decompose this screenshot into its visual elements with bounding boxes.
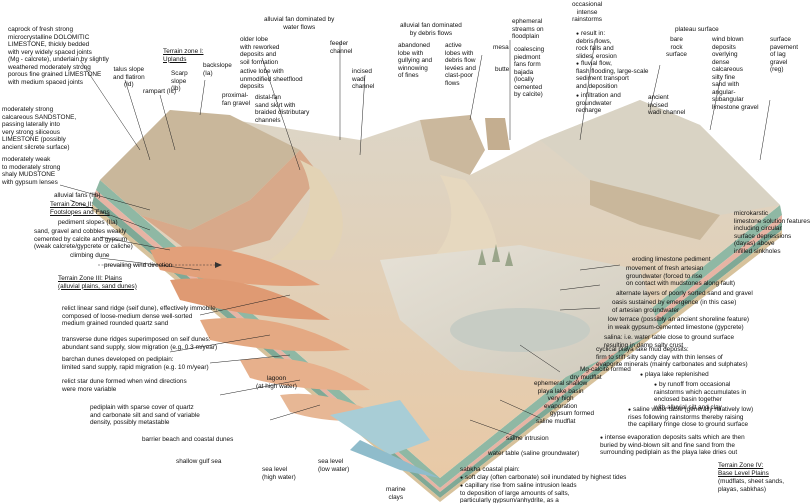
infiltration-label: infiltration and groundwater recharge (576, 92, 621, 115)
eroding-label: eroding limestone pediment (632, 256, 711, 263)
playa-lake (450, 308, 590, 352)
feeder-label: feeder channel (330, 40, 353, 55)
sandstone-label: moderately strong calcareous SANDSTONE, … (2, 106, 77, 151)
butte-label: butte (495, 66, 510, 73)
older-lobe-label: older lobe with reworked deposits and so… (240, 36, 280, 66)
saline-mudflat-label: saline mudflat (536, 418, 576, 425)
left-scarp (140, 150, 320, 260)
pediment-label: pediment slopes (IIa) (58, 219, 118, 226)
gypsum-label: gypsum formed (550, 410, 595, 417)
playa-basin-label: ephemeral shallow playa lake basin very … (534, 380, 588, 410)
mg-calcite-label: Mg-calcite formed (580, 366, 631, 373)
capillary-label: capillary rise from saline intrusion lea… (460, 482, 577, 503)
fan-water-label: alluvial fan dominated by water flows (264, 16, 335, 31)
relict-linear-label: relict linear sand ridge (seif dune), ef… (62, 305, 218, 328)
ephemeral-label: ephemeral streams on floodplain (512, 18, 544, 41)
scarp-label: Scarp slope (Ib) (171, 70, 188, 93)
caprock-label: caprock of fresh strong microcrystalline… (8, 26, 109, 86)
proximal-label: proximal- fan gravel (222, 92, 251, 107)
zone4-sub-label: (mudflats, sheet sands, playas, sabkhas) (718, 478, 785, 493)
oasis-palms (478, 244, 513, 266)
alluvial-fans-label: alluvial fans (IIb) (54, 192, 101, 199)
alluvial-fan-water (270, 160, 343, 260)
relict-star-label: relict star dune formed when wind direct… (62, 378, 187, 393)
zone1-label: Terrain zone I: Uplands (163, 48, 204, 63)
saline-intrusion-label: saline intrusion (506, 435, 549, 442)
backslope-label: backslope (Ia) (203, 62, 232, 77)
abandoned-label: abandoned lobe with gullying and winnowi… (398, 42, 433, 80)
ancient-wadi-label: ancient incised wadi channel (648, 94, 686, 117)
sand-gravel-label: sand, gravel and cobbles weakly cemented… (34, 228, 133, 251)
talus-label: talus slope and flatiron (Id) (113, 66, 145, 89)
climbing-label: climbing dune (70, 252, 110, 259)
bare-rock-label: bare rock surface (666, 36, 687, 59)
saline-water-label: saline water table (generally relatively… (628, 406, 753, 429)
zone4-label: Terrain Zone IV: Base Level Plains (718, 462, 769, 477)
shallow-sea (350, 440, 440, 478)
intense-evap-label: intense evaporation deposits salts which… (600, 434, 745, 457)
wind-blown-label: wind blown deposits overlying dense calc… (712, 36, 759, 111)
oasis-label: oasis sustained by emergence (in this ca… (612, 299, 737, 314)
wind-arrow (98, 262, 222, 268)
leader-lines (59, 39, 771, 439)
alternate-label: alternate layers of poorly sorted sand a… (616, 290, 753, 297)
sea-high-label: sea level (high water) (262, 466, 296, 481)
salina-label: salina: i.e. water table close to ground… (604, 334, 735, 349)
water-table-label: water table (saline groundwater) (488, 450, 580, 457)
barrier-label: barrier beach and coastal dunes (142, 436, 234, 443)
active-lobe-label: active lobe with unmodified sheetflood d… (240, 68, 303, 91)
dry-mudflat-label: dry mudflat (570, 374, 602, 381)
marine-label: marine clays (386, 486, 406, 501)
distal-label: distal-fan sand skirt with braided distr… (255, 94, 310, 124)
gulf-label: shallow gulf sea (176, 458, 222, 465)
active-debris-label: active lobes with debris flow levées and… (445, 42, 476, 87)
barchan-label: barchan dunes developed on pediplain: li… (62, 356, 209, 371)
mudstone-label: moderately weak to moderately strong sha… (2, 156, 61, 186)
zone2-label: Terrain Zone II: Footslopes and Fans (50, 201, 110, 216)
mesa-label: mesa (493, 44, 509, 51)
right-cliff (590, 180, 720, 240)
rampart-label: rampart (Ic) (143, 88, 177, 95)
incised-wadi-label: incised wadi channel (352, 68, 375, 91)
sabkha-label: sabkha coastal plain: (460, 466, 520, 473)
mesa (420, 115, 485, 175)
lagoon (330, 400, 430, 455)
prevailing-label: prevailing wind direction (104, 262, 173, 269)
plateau-label: plateau surface (675, 26, 719, 33)
lagoon-label: lagoon (at high water) (256, 375, 297, 390)
occasional-label: occasional intense rainstorms (572, 1, 603, 24)
cyclical-label: cyclical playa lake mud deposits: firm t… (596, 346, 748, 369)
pavement-label: surface pavement of lag gravel (reg) (770, 36, 799, 74)
butte (485, 118, 510, 150)
zone3-label: Terrain Zone III: Plains (alluvial plain… (58, 275, 137, 290)
movement-label: movement of fresh artesian groundwater (… (626, 265, 736, 288)
transverse-label: transverse dune ridges superimposed on s… (62, 336, 218, 351)
microkarstic-label: microkarstic limestone solution features… (734, 210, 811, 255)
soft-clay-label: soft clay (often carbonate) soil inundat… (460, 474, 626, 482)
fan-debris-label: alluvial fan dominated by debris flows (400, 22, 462, 37)
low-terrace-label: low terrace (possibly an ancient shoreli… (608, 316, 750, 331)
result-in-label: result in: debris flows, rock falls and … (576, 30, 617, 61)
coalescing-label: coalescing piedmont fans form bajada (lo… (514, 46, 545, 99)
pediplain-label: pediplain with sparse cover of quartz an… (90, 404, 200, 427)
fluvial-label: fluvial flow, flash flooding, large-scal… (576, 60, 648, 91)
sea-low-label: sea level (low water) (318, 458, 350, 473)
playa-replenished-label: playa lake replenished (640, 371, 709, 379)
right-plateau (540, 100, 780, 215)
alluvial-fan-debris (420, 175, 500, 270)
